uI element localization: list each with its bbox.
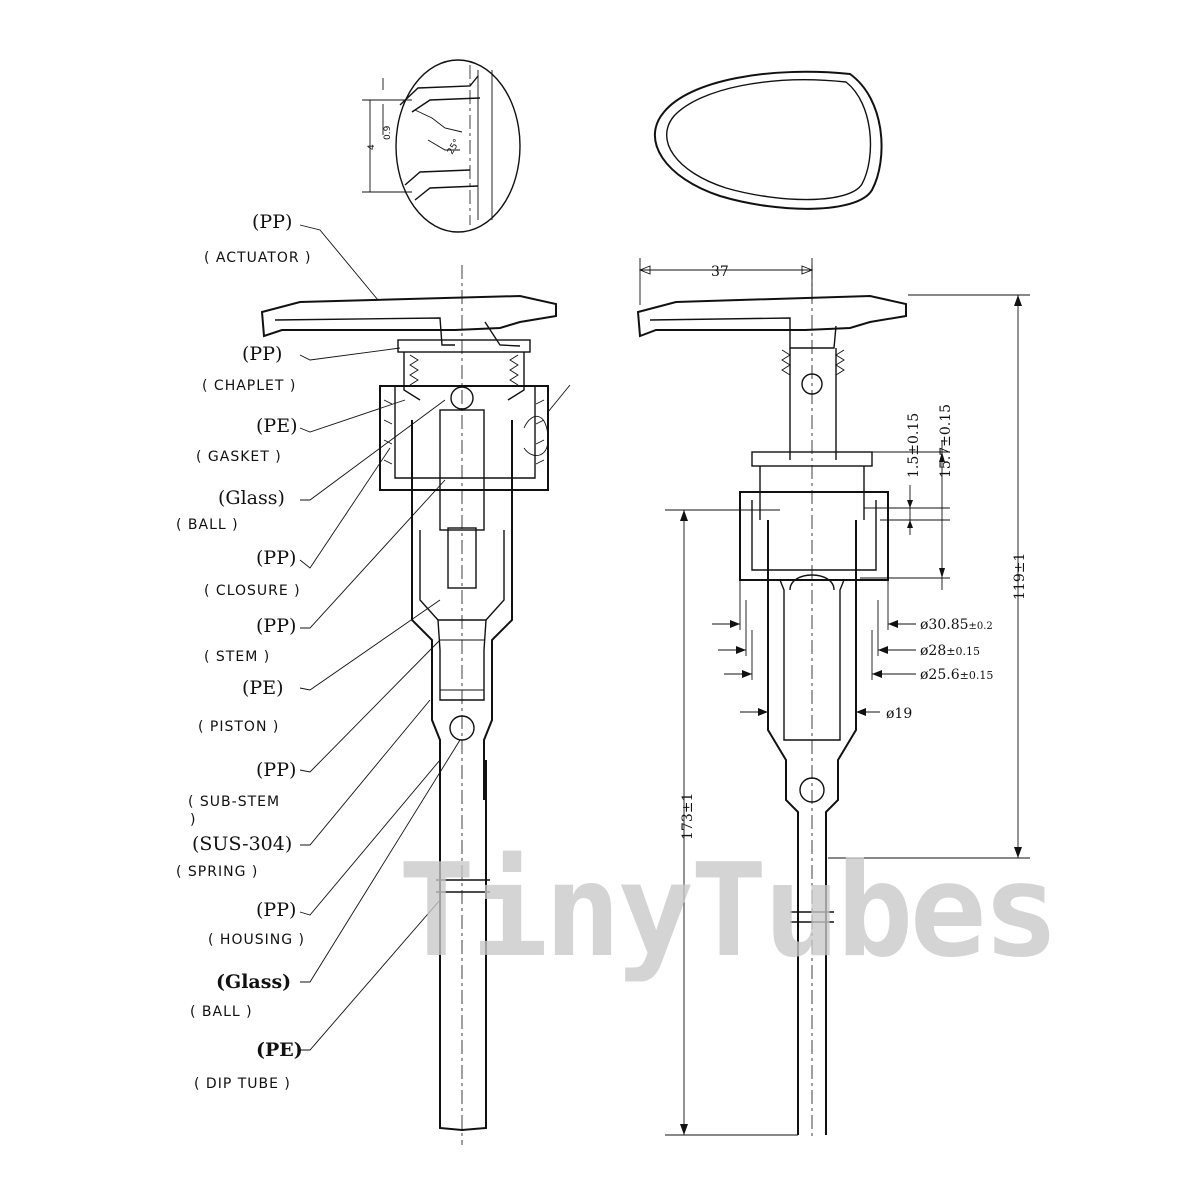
callout-ball2-material: (Glass): [216, 971, 291, 993]
dim-d1-tol: ±0.2: [969, 621, 993, 632]
callout-gasket-material: (PE): [256, 415, 297, 437]
callout-gasket-part: ( GASKET ): [196, 449, 282, 465]
dim-d1: ø30.85±0.2: [920, 617, 993, 633]
callout-housing-material: (PP): [256, 899, 296, 921]
callout-ball2-part: ( BALL ): [190, 1004, 253, 1020]
dim-tube-length: 173±1: [680, 793, 696, 840]
dim-d1-main: ø30.85: [920, 617, 969, 633]
callout-ball-part: ( BALL ): [176, 517, 239, 533]
callout-ball-material: (Glass): [218, 487, 285, 509]
callout-actuator-material: (PP): [252, 211, 292, 233]
callout-diptube-part: ( DIP TUBE ): [194, 1076, 291, 1092]
detail-label-25deg: 25°: [446, 138, 463, 157]
dim-d3-tol: ±0.15: [960, 669, 994, 682]
dim-d3-main: ø25.6: [920, 667, 960, 683]
detail-label-4: 4: [367, 144, 377, 150]
callout-substem-tail: ): [190, 812, 196, 828]
detail-view: 0.9 4 25°: [362, 59, 521, 233]
right-section-view: 37 119±1 173±1 1.5±0.15 15.7±0.15: [636, 258, 1030, 1140]
dim-h-1-5: 1.5±0.15: [906, 413, 922, 478]
left-section-view: [260, 224, 571, 1145]
dim-width-37: 37: [711, 264, 729, 280]
dim-d2: ø28±0.15: [920, 643, 980, 659]
callout-housing-part: ( HOUSING ): [208, 932, 305, 948]
dim-d2-main: ø28: [920, 643, 946, 659]
callout-actuator-part: ( ACTUATOR ): [204, 250, 312, 266]
dim-h-15-7: 15.7±0.15: [938, 404, 954, 478]
callout-chaplet-material: (PP): [242, 343, 282, 365]
callout-substem-material: (PP): [256, 759, 296, 781]
callout-closure-material: (PP): [256, 547, 296, 569]
callout-spring-part: ( SPRING ): [176, 864, 258, 880]
callout-substem-part: ( SUB-STEM: [188, 794, 280, 810]
callout-piston-part: ( PISTON ): [198, 719, 279, 735]
detail-label-09: 0.9: [383, 125, 393, 140]
actuator-top-view: [653, 70, 883, 210]
callout-list: (PP) ( ACTUATOR ) (PP) ( CHAPLET ) (PE) …: [176, 211, 312, 1092]
dim-d4: ø19: [886, 706, 912, 722]
callout-spring-material: (SUS-304): [192, 833, 292, 855]
dim-total-height: 119±1: [1012, 553, 1028, 600]
watermark: TinyTubes: [398, 837, 1056, 986]
callout-stem-part: ( STEM ): [204, 649, 270, 665]
callout-stem-material: (PP): [256, 615, 296, 637]
callout-piston-material: (PE): [242, 677, 283, 699]
dim-d2-tol: ±0.15: [946, 645, 980, 658]
dim-d3: ø25.6±0.15: [920, 667, 993, 683]
callout-chaplet-part: ( CHAPLET ): [202, 378, 296, 394]
callout-closure-part: ( CLOSURE ): [204, 583, 301, 599]
callout-diptube-material: (PE): [256, 1039, 303, 1061]
